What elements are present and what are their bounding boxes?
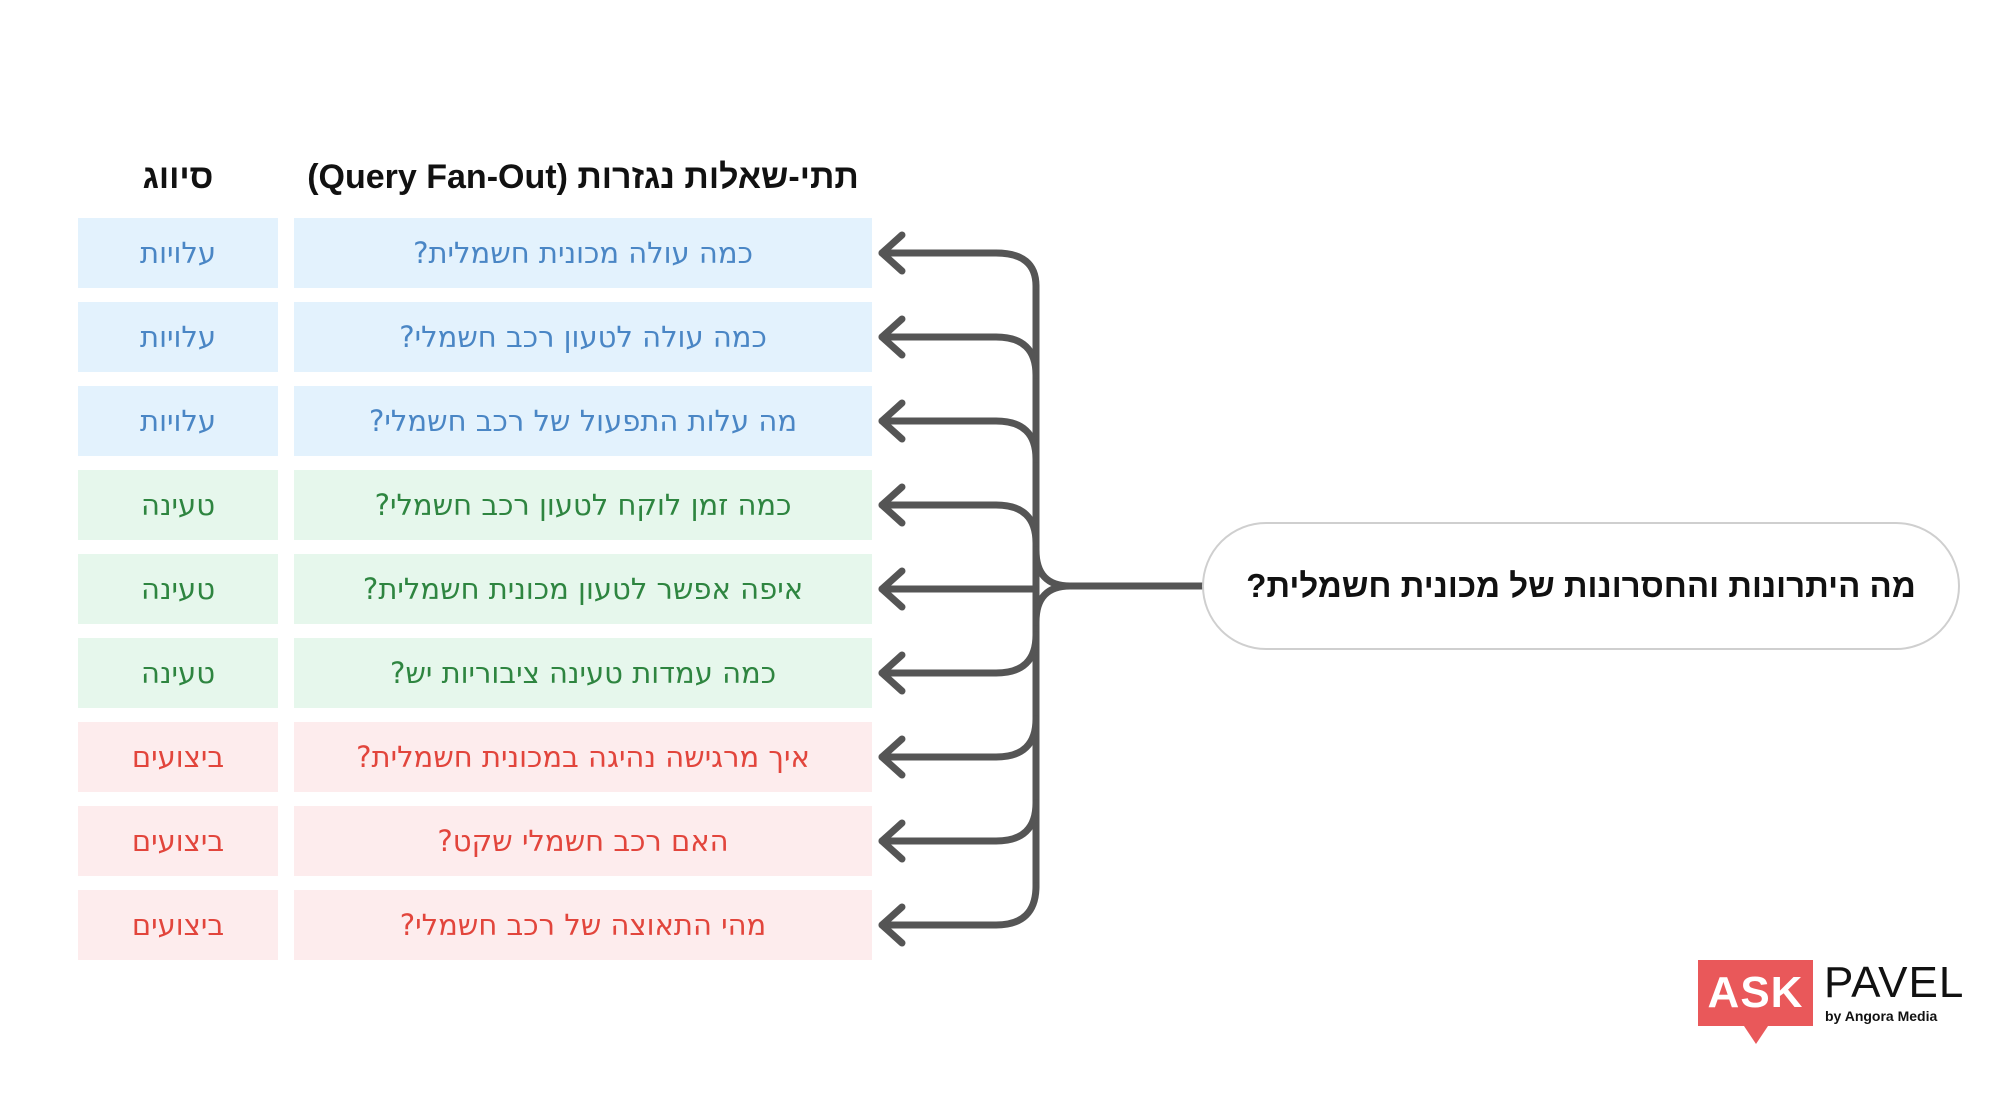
main-question-pill: מה היתרונות והחסרונות של מכונית חשמלית? <box>1202 522 1960 650</box>
logo-pavel-text: PAVEL <box>1824 958 1965 1007</box>
arrow-left-icon <box>878 567 906 611</box>
category-header: סיווג <box>142 157 214 196</box>
connector-branch <box>878 249 1040 290</box>
connector-hub-bottom <box>1032 582 1074 626</box>
category-cell: טעינה <box>78 554 278 624</box>
arrow-left-icon <box>878 819 906 863</box>
arrow-left-icon <box>878 315 906 359</box>
logo-ask-box: ASK <box>1698 960 1813 1026</box>
connector-branch <box>878 417 1040 463</box>
category-cell: ביצועים <box>78 722 278 792</box>
arrow-left-icon <box>878 903 906 947</box>
arrow-left-icon <box>878 399 906 443</box>
connector-branch <box>878 799 1040 845</box>
arrow-left-icon <box>878 231 906 275</box>
logo-subtitle: by Angora Media <box>1825 1008 1938 1024</box>
subquestion-cell: מה עלות התפעול של רכב חשמלי? <box>294 386 872 456</box>
category-cell: טעינה <box>78 470 278 540</box>
subquestions-header: תתי-שאלות נגזרות (Query Fan-Out) <box>307 157 859 196</box>
connector-branch <box>878 882 1040 929</box>
category-cell: עלויות <box>78 302 278 372</box>
category-cell: טעינה <box>78 638 278 708</box>
connector-branch <box>878 333 1040 379</box>
category-cell: ביצועים <box>78 806 278 876</box>
subquestion-cell: כמה עמדות טעינה ציבוריות יש? <box>294 638 872 708</box>
subquestion-cell: כמה זמן לוקח לטעון רכב חשמלי? <box>294 470 872 540</box>
arrow-left-icon <box>878 651 906 695</box>
arrow-left-icon <box>878 483 906 527</box>
speech-bubble-tail-icon <box>1744 1026 1768 1044</box>
subquestion-cell: האם רכב חשמלי שקט? <box>294 806 872 876</box>
subquestion-cell: כמה עולה מכונית חשמלית? <box>294 218 872 288</box>
connector-branch <box>878 715 1040 761</box>
connector-branch <box>878 631 1040 677</box>
category-cell: עלויות <box>78 386 278 456</box>
subquestion-cell: כמה עולה לטעון רכב חשמלי? <box>294 302 872 372</box>
connector-hub-top <box>1032 546 1074 590</box>
arrow-left-icon <box>878 735 906 779</box>
category-cell: עלויות <box>78 218 278 288</box>
subquestion-cell: איפה אפשר לטעון מכונית חשמלית? <box>294 554 872 624</box>
ask-pavel-logo: ASK PAVEL by Angora Media <box>1698 958 1963 1046</box>
subquestion-cell: איך מרגישה נהיגה במכונית חשמלית? <box>294 722 872 792</box>
category-cell: ביצועים <box>78 890 278 960</box>
connector-branch <box>878 501 1040 547</box>
subquestion-cell: מהי התאוצה של רכב חשמלי? <box>294 890 872 960</box>
